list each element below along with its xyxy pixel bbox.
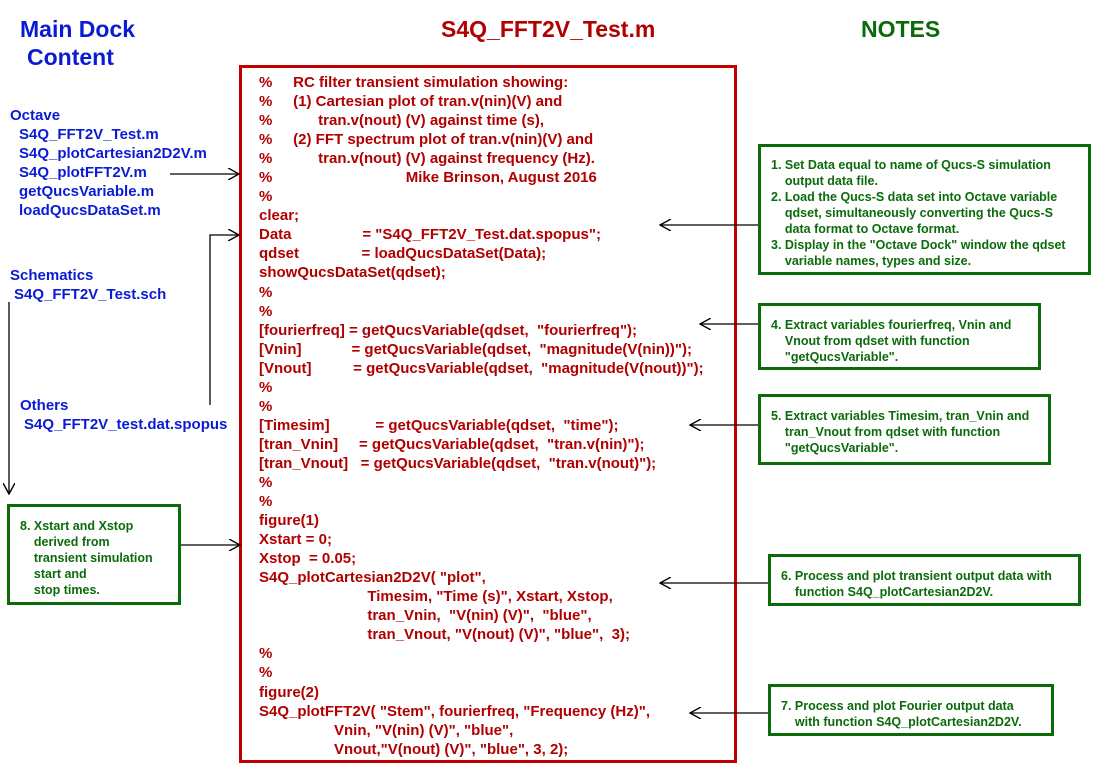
code-line: [Vnout] = getQucsVariable(qdset, "magnit…	[259, 359, 704, 377]
dock-octave-label: Octave	[10, 107, 61, 124]
note-line: qdset, simultaneously converting the Quc…	[771, 206, 1054, 220]
note-line: 4. Extract variables fourierfreq, Vnin a…	[771, 318, 1012, 332]
code-line: % RC filter transient simulation showing…	[259, 74, 569, 91]
note-line: tran_Vnout from qdset with function	[771, 425, 1001, 439]
dock-octave-section: Octave S4Q_FFT2V_Test.m S4Q_plotCartesia…	[10, 106, 207, 220]
note-line: transient simulation	[20, 551, 153, 565]
file-title: S4Q_FFT2V_Test.m	[441, 16, 656, 42]
code-line: %	[259, 397, 273, 415]
code-line: [tran_Vnin] = getQucsVariable(qdset, "tr…	[259, 435, 645, 453]
code-line: % (1) Cartesian plot of tran.v(nin)(V) a…	[259, 93, 563, 111]
note-box-4: 4. Extract variables fourierfreq, Vnin a…	[758, 303, 1041, 370]
dock-file-item[interactable]: getQucsVariable.m	[19, 183, 155, 200]
code-line: Data = "S4Q_FFT2V_Test.dat.spopus";	[259, 226, 601, 244]
code-line: %	[259, 302, 273, 320]
code-line: [Vnin] = getQucsVariable(qdset, "magnitu…	[259, 340, 693, 358]
note-line: output data file.	[771, 174, 878, 188]
code-line: Xstop = 0.05;	[259, 550, 357, 568]
note-line: function S4Q_plotCartesian2D2V.	[781, 585, 994, 599]
note-line: 6. Process and plot transient output dat…	[781, 569, 1052, 583]
code-line: %	[259, 473, 273, 491]
code-line: [Timesim] = getQucsVariable(qdset, "time…	[259, 416, 619, 434]
code-line: Vnout,"V(nout) (V)", "blue", 3, 2);	[259, 740, 569, 758]
code-panel	[239, 65, 737, 763]
note-box-7: 7. Process and plot Fourier output data …	[768, 684, 1054, 736]
code-line: [fourierfreq] = getQucsVariable(qdset, "…	[259, 321, 638, 339]
code-line: %	[259, 645, 273, 663]
code-line: figure(1)	[259, 512, 319, 530]
code-line: %	[259, 188, 273, 206]
dock-schematics-label: Schematics	[10, 267, 94, 284]
note-line: Vnout from qdset with function	[771, 334, 970, 348]
code-line: tran_Vnin, "V(nin) (V)", "blue",	[259, 607, 592, 625]
note-line: 3. Display in the "Octave Dock" window t…	[771, 238, 1066, 252]
code-line: Vnin, "V(nin) (V)", "blue",	[259, 721, 514, 739]
code-line: % Mike Brinson, August 2016	[259, 169, 597, 187]
dock-others-section: Others S4Q_FFT2V_test.dat.spopus	[20, 396, 227, 434]
code-line: showQucsDataSet(qdset);	[259, 264, 446, 282]
dock-schematics-section: Schematics S4Q_FFT2V_Test.sch	[10, 266, 166, 304]
note-line: start and	[20, 567, 87, 581]
dock-file-item[interactable]: loadQucsDataSet.m	[19, 202, 161, 219]
code-line: Timesim, "Time (s)", Xstart, Xstop,	[259, 588, 613, 606]
code-line: S4Q_plotCartesian2D2V( "plot",	[259, 569, 486, 587]
note-line: variable names, types and size.	[771, 254, 972, 268]
note-line: 1. Set Data equal to name of Qucs-S simu…	[771, 158, 1051, 172]
dock-heading-line2: Content	[27, 44, 114, 70]
arrow-others-to-code	[209, 235, 239, 405]
code-line: %	[259, 283, 273, 301]
dock-file-item[interactable]: S4Q_FFT2V_Test.sch	[14, 286, 167, 303]
code-listing: % RC filter transient simulation showing…	[259, 73, 704, 759]
note-line: "getQucsVariable".	[771, 441, 899, 455]
note-box-6: 6. Process and plot transient output dat…	[768, 554, 1081, 606]
note-line: 5. Extract variables Timesim, tran_Vnin …	[771, 409, 1030, 423]
note-line: 8. Xstart and Xstop	[20, 519, 134, 533]
dock-file-item[interactable]: S4Q_FFT2V_Test.m	[19, 126, 159, 143]
code-line: %	[259, 493, 273, 511]
note-box-8: 8. Xstart and Xstop derived from transie…	[7, 504, 181, 605]
note-line: 7. Process and plot Fourier output data	[781, 699, 1014, 713]
code-line: Xstart = 0;	[259, 531, 332, 549]
dock-others-label: Others	[20, 397, 69, 414]
dock-file-item[interactable]: S4Q_plotFFT2V.m	[19, 164, 147, 181]
code-line: % tran.v(nout) (V) against frequency (Hz…	[259, 150, 595, 168]
note-line: "getQucsVariable".	[771, 350, 899, 364]
code-line: tran_Vnout, "V(nout) (V)", "blue", 3);	[259, 626, 630, 644]
code-line: clear;	[259, 207, 300, 225]
code-line: figure(2)	[259, 683, 319, 701]
note-line: 2. Load the Qucs-S data set into Octave …	[771, 190, 1058, 204]
dock-heading: Main Dock Content	[20, 15, 135, 71]
note-box-5: 5. Extract variables Timesim, tran_Vnin …	[758, 394, 1051, 465]
code-line: %	[259, 378, 273, 396]
code-line: % tran.v(nout) (V) against time (s),	[259, 112, 545, 130]
dock-file-item[interactable]: S4Q_plotCartesian2D2V.m	[19, 145, 207, 162]
note-line: with function S4Q_plotCartesian2D2V.	[781, 715, 1022, 729]
code-line: % (2) FFT spectrum plot of tran.v(nin)(V…	[259, 131, 594, 149]
note-line: data format to Octave format.	[771, 222, 960, 236]
note-box-1-3: 1. Set Data equal to name of Qucs-S simu…	[758, 144, 1091, 275]
dock-file-item[interactable]: S4Q_FFT2V_test.dat.spopus	[24, 416, 228, 433]
dock-heading-line1: Main Dock	[20, 16, 136, 42]
code-line: %	[259, 664, 273, 682]
note-line: stop times.	[20, 583, 100, 597]
code-line: [tran_Vnout] = getQucsVariable(qdset, "t…	[259, 454, 657, 472]
notes-heading: NOTES	[861, 16, 941, 42]
code-line: qdset = loadQucsDataSet(Data);	[259, 245, 547, 263]
code-line: S4Q_plotFFT2V( "Stem", fourierfreq, "Fre…	[259, 702, 650, 720]
note-line: derived from	[20, 535, 110, 549]
